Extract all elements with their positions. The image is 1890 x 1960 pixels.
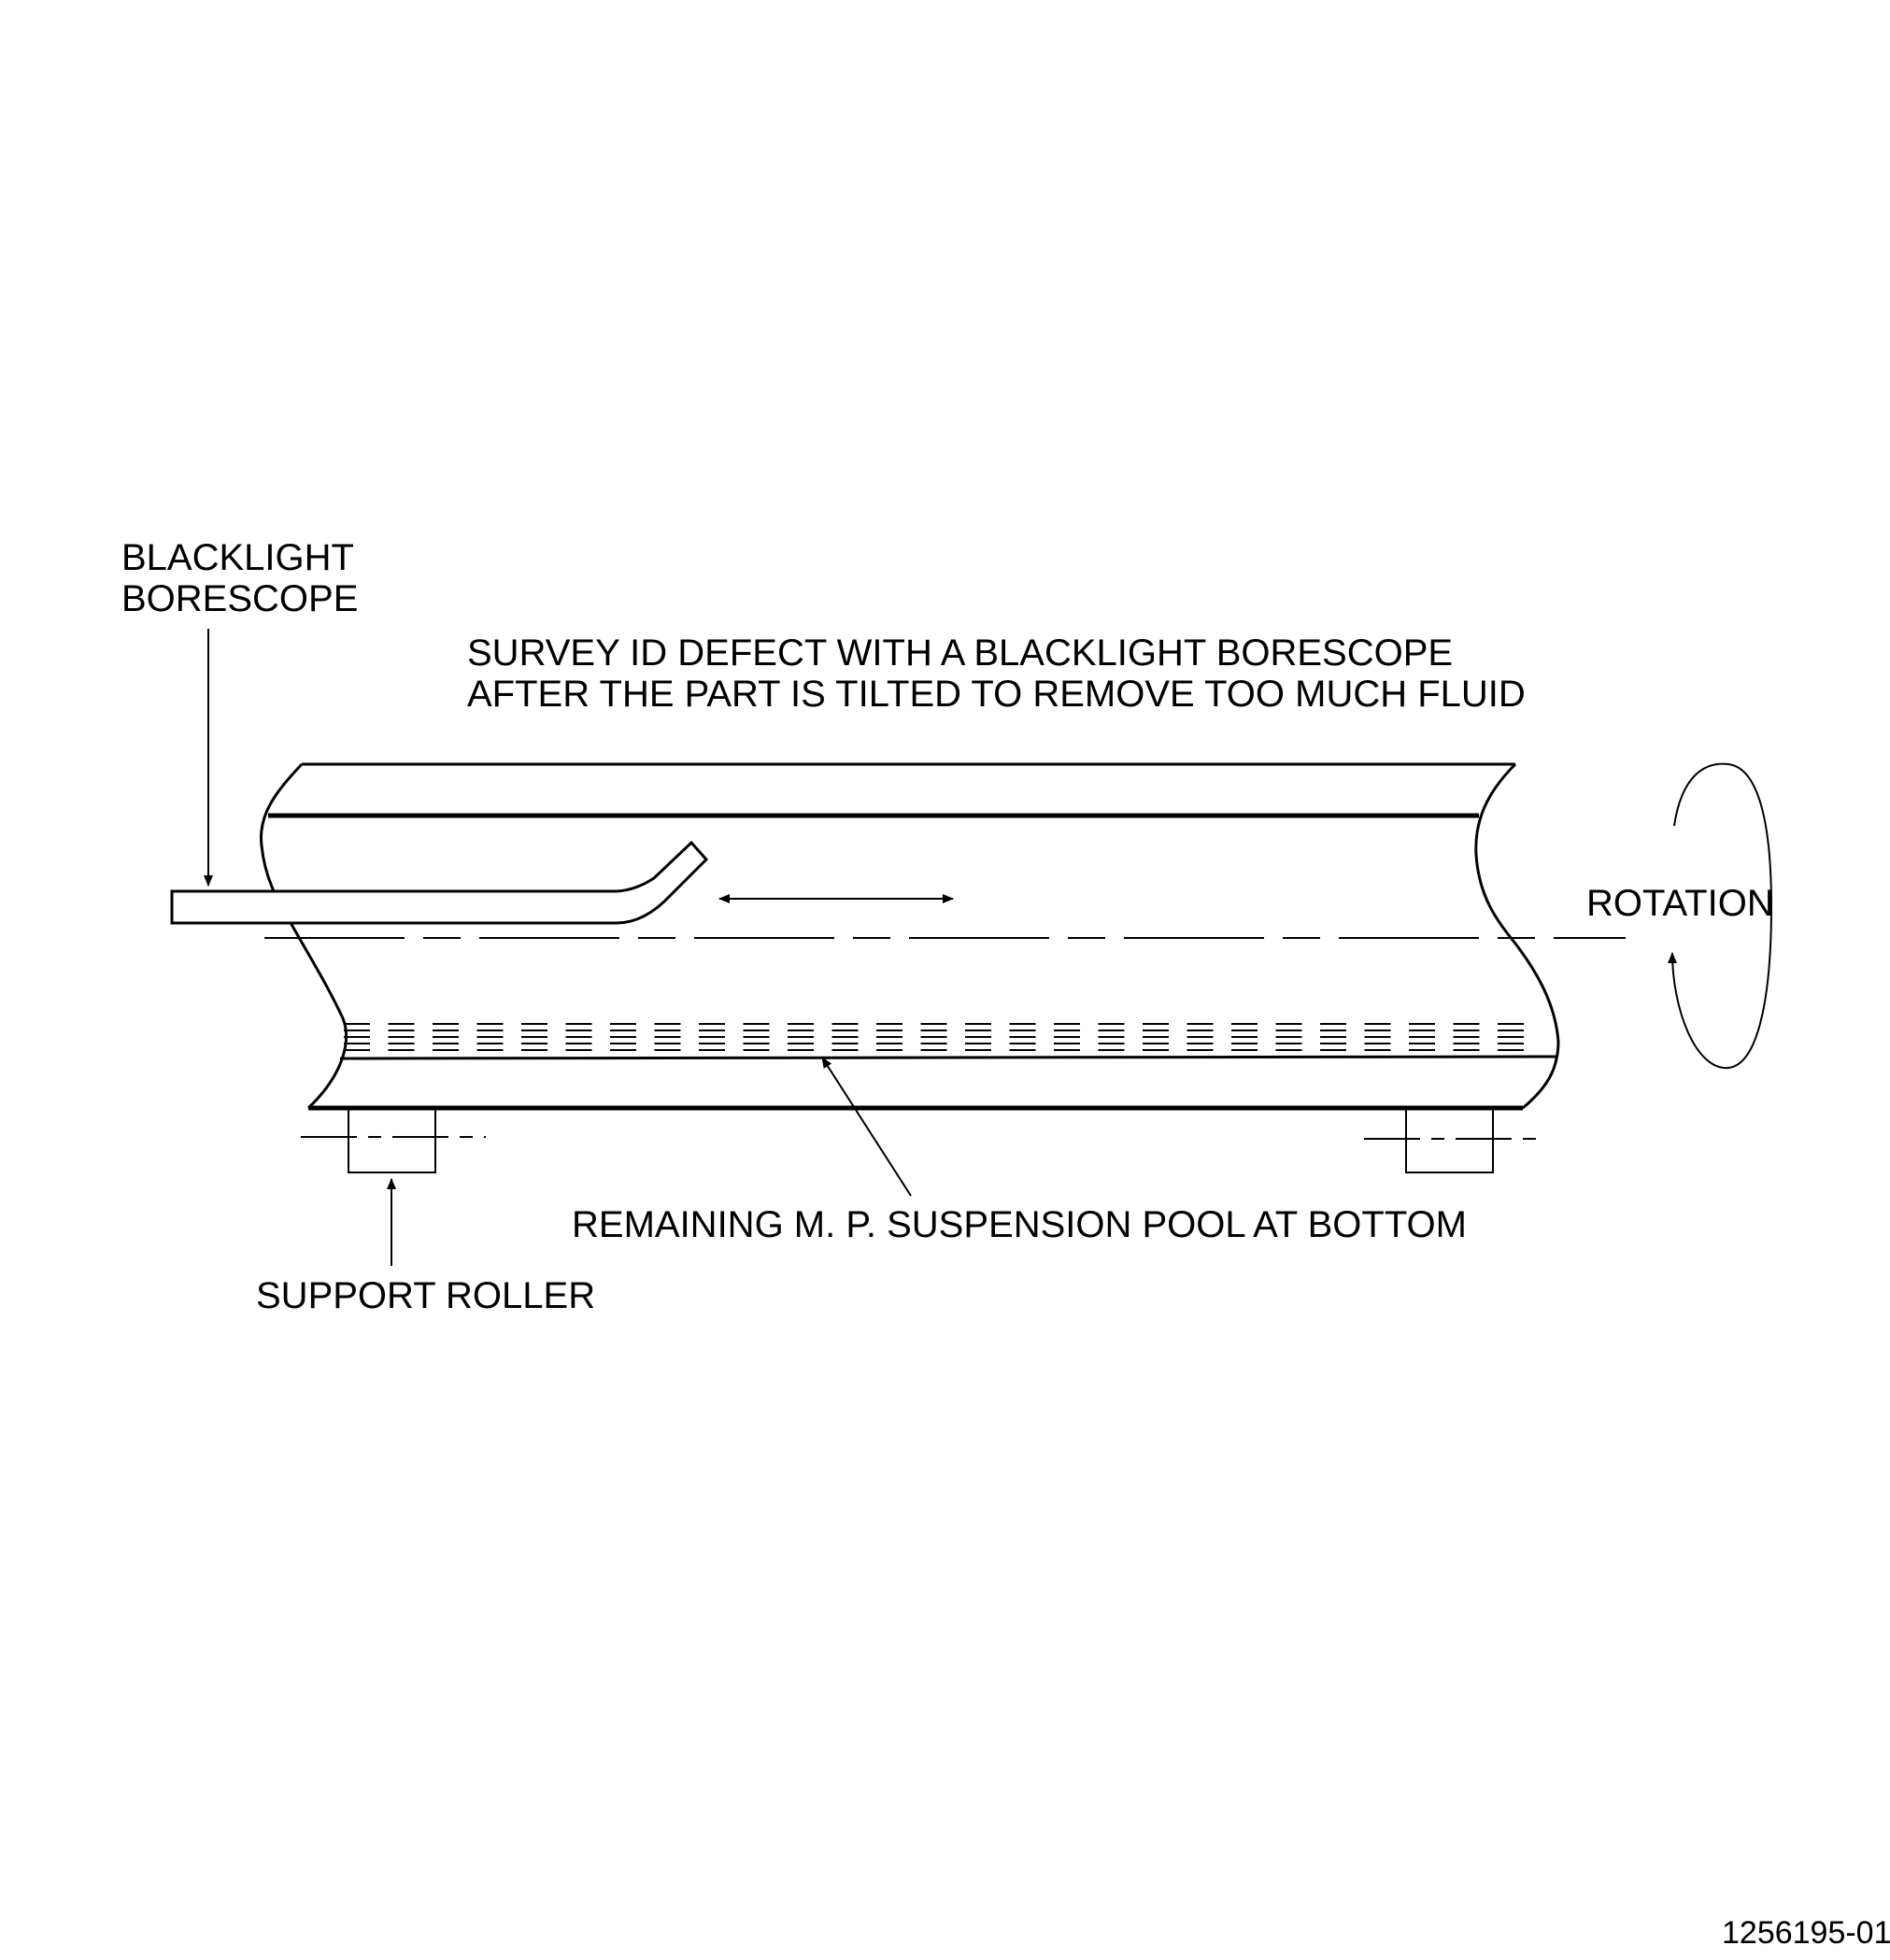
- label-figure-number: 1256195-01: [1722, 1915, 1890, 1951]
- pool-leader: [821, 1057, 912, 1197]
- label-support-roller: SUPPORT ROLLER: [256, 1275, 595, 1316]
- label-survey-line2: AFTER THE PART IS TILTED TO REMOVE TOO M…: [467, 674, 1526, 715]
- borescope-probe: [170, 840, 709, 925]
- roller-block-right: [1405, 1108, 1494, 1173]
- suspension-pool-hatching: [344, 1023, 1524, 1051]
- tube-right-broken-end: [1474, 762, 1560, 1110]
- support-roller-left: [301, 1108, 486, 1173]
- tube: [259, 762, 1560, 1111]
- label-rotation: ROTATION: [1586, 883, 1774, 924]
- tube-left-broken-end: [259, 762, 348, 1110]
- label-remaining-pool: REMAINING M. P. SUSPENSION POOL AT BOTTO…: [572, 1204, 1467, 1245]
- borescope: [170, 840, 709, 925]
- rotation-loop: [1668, 762, 1773, 1070]
- label-blacklight-line1: BLACKLIGHT: [121, 537, 354, 578]
- label-blacklight-line2: BORESCOPE: [121, 578, 358, 619]
- rotation-symbol: [1668, 762, 1773, 1070]
- tube-bottom-inner-wall: [339, 1055, 1558, 1060]
- label-survey-line1: SURVEY ID DEFECT WITH A BLACKLIGHT BORES…: [467, 632, 1453, 674]
- roller-block-left: [348, 1108, 436, 1173]
- support-roller-right: [1364, 1108, 1546, 1173]
